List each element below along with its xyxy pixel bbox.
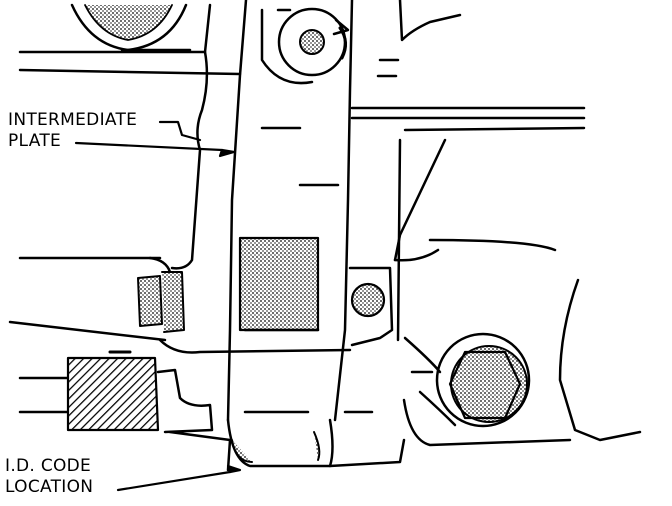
intermediate-plate <box>226 0 400 422</box>
id-code-location-callout: I.D. CODE LOCATION <box>5 456 93 498</box>
callout-line-1: I.D. CODE <box>5 456 92 476</box>
upper-left-boss <box>70 3 192 52</box>
right-housing <box>348 0 642 442</box>
intermediate-plate-callout: INTERMEDIATE PLATE <box>8 110 137 152</box>
right-plug <box>402 332 572 447</box>
callout-line-2: LOCATION <box>5 477 94 497</box>
plate-plug <box>350 282 386 318</box>
callout-leaders <box>74 120 242 492</box>
left-bolt <box>8 256 352 354</box>
callout-line-1: INTERMEDIATE <box>8 110 138 130</box>
callout-line-2: PLATE <box>8 131 62 151</box>
bottom-casting <box>168 410 406 472</box>
left-shaft <box>18 350 214 434</box>
rotating-shaft <box>260 7 350 85</box>
